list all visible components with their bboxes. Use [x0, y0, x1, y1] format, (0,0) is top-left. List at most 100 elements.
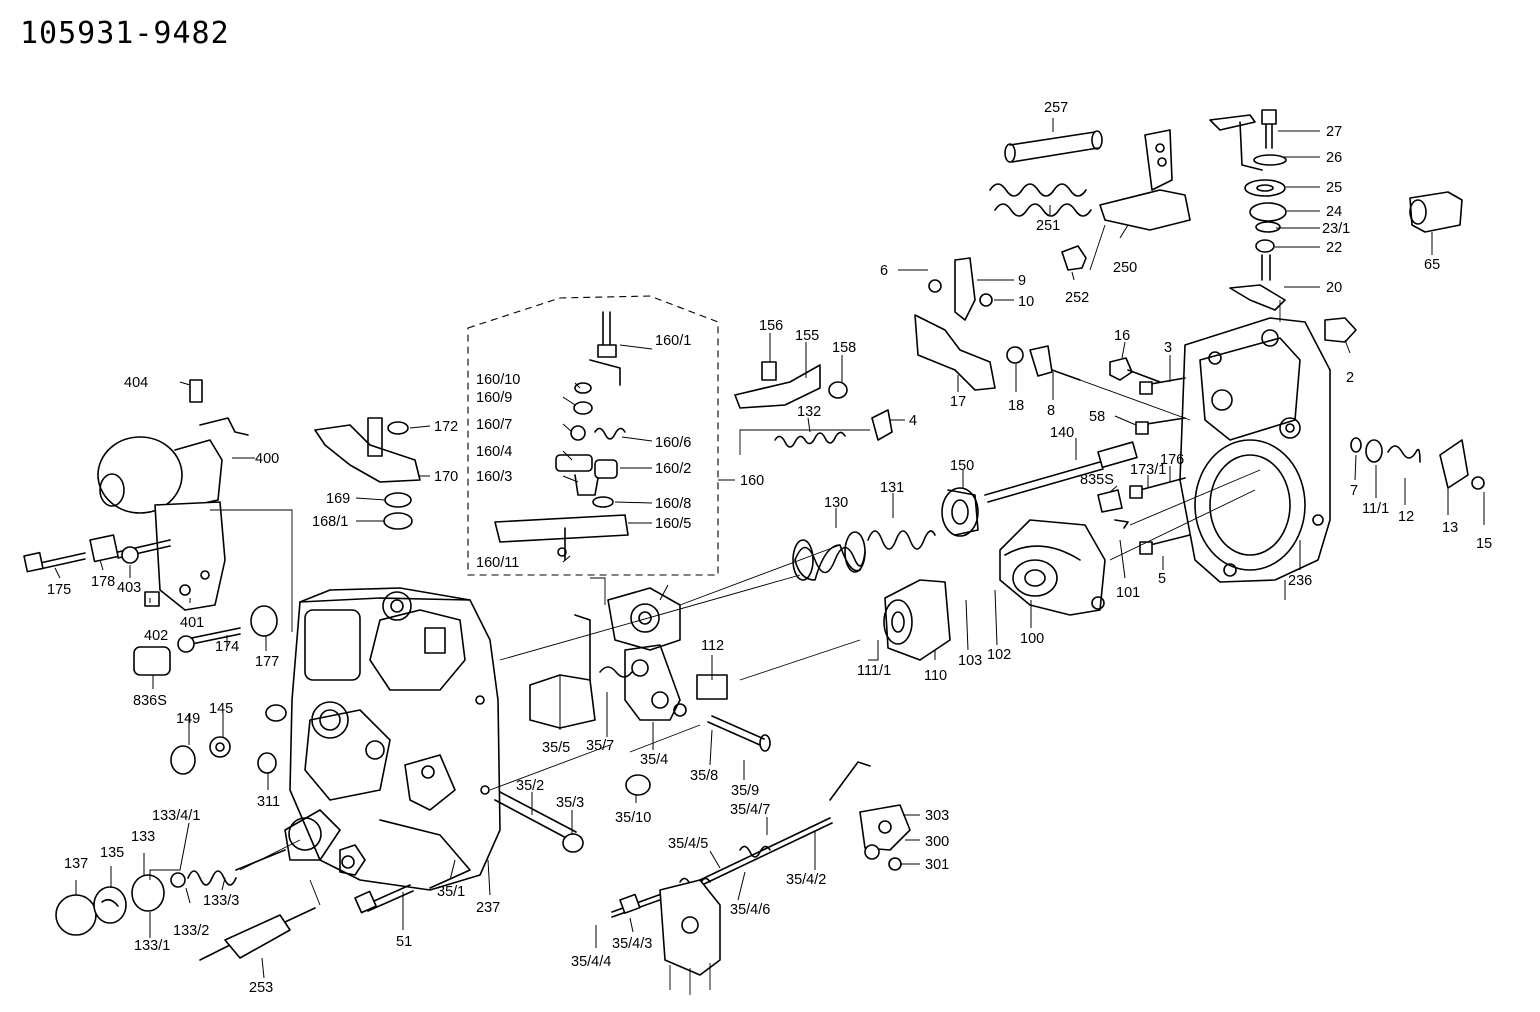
springs-251	[989, 183, 1092, 217]
callout-160-7: 160/7	[476, 417, 512, 433]
callout-17: 17	[950, 394, 966, 410]
callout-158: 158	[832, 340, 856, 356]
leader-lines	[54, 118, 1485, 979]
nut-65	[1409, 191, 1463, 233]
callout-35-4-4: 35/4/4	[571, 954, 611, 970]
callout-103: 103	[958, 653, 982, 669]
adjuster-133-assembly	[55, 849, 286, 936]
callout-400: 400	[255, 451, 279, 467]
callout-257: 257	[1044, 100, 1068, 116]
spacer-253	[199, 907, 316, 961]
callout-35-4-6: 35/4/6	[730, 902, 770, 918]
callout-3: 3	[1164, 340, 1172, 356]
callout-135: 135	[100, 845, 124, 861]
callout-133: 133	[131, 829, 155, 845]
callout-303: 303	[925, 808, 949, 824]
callout-132: 132	[797, 404, 821, 420]
callout-168-1: 168/1	[312, 514, 348, 530]
rod-257	[1004, 130, 1103, 163]
spring-seat-150	[941, 487, 979, 537]
callout-35-4-3: 35/4/3	[612, 936, 652, 952]
callout-35-3: 35/3	[556, 795, 584, 811]
callout-160-9: 160/9	[476, 390, 512, 406]
callout-160-4: 160/4	[476, 444, 512, 460]
callout-178: 178	[91, 574, 115, 590]
callout-401: 401	[180, 615, 204, 631]
bolt-51	[354, 884, 414, 914]
callout-170: 170	[434, 469, 458, 485]
callout-174: 174	[215, 639, 239, 655]
left-bolts	[23, 534, 278, 676]
callout-311: 311	[257, 794, 280, 810]
callout-160-8: 160/8	[655, 496, 691, 512]
flyweight-assembly	[999, 519, 1106, 616]
callout-7: 7	[1350, 483, 1358, 499]
lever-170	[314, 417, 421, 530]
callout-160-5: 160/5	[655, 516, 691, 532]
callout-20: 20	[1326, 280, 1342, 296]
callout-26: 26	[1326, 150, 1342, 166]
adjuster-stack-20-27	[1209, 109, 1287, 311]
subassembly-160-parts	[494, 311, 629, 561]
callout-403: 403	[117, 580, 141, 596]
callout-177: 177	[255, 654, 279, 670]
callout-51: 51	[396, 934, 412, 950]
callout-labels: 257 251 250 252 27 26 25 24 23/1 22 20 6…	[47, 100, 1492, 996]
callout-133-1: 133/1	[134, 938, 170, 954]
callout-160-1: 160/1	[655, 333, 691, 349]
callout-169: 169	[326, 491, 350, 507]
callout-404: 404	[124, 375, 148, 391]
callout-2: 2	[1346, 370, 1354, 386]
callout-402: 402	[144, 628, 168, 644]
callout-137: 137	[64, 856, 88, 872]
governor-cover	[1179, 317, 1331, 583]
callout-35-10: 35/10	[615, 810, 651, 826]
callout-140: 140	[1050, 425, 1074, 441]
right-side-small-parts	[1097, 317, 1485, 555]
spring-131	[867, 530, 936, 550]
callout-160-2: 160/2	[655, 461, 691, 477]
callout-111-1: 111/1	[857, 663, 891, 679]
bracket-250	[1061, 129, 1191, 271]
callout-13: 13	[1442, 520, 1458, 536]
callout-5: 5	[1158, 571, 1166, 587]
callout-27: 27	[1326, 124, 1342, 140]
callout-23-1: 23/1	[1322, 221, 1350, 237]
callout-251: 251	[1036, 218, 1060, 234]
pin-35-8	[707, 715, 771, 752]
callout-160-3: 160/3	[476, 469, 512, 485]
callout-252: 252	[1065, 290, 1089, 306]
spring-130	[792, 531, 866, 581]
callout-160-6: 160/6	[655, 435, 691, 451]
bush-35-10	[625, 774, 651, 796]
callout-253: 253	[249, 980, 273, 996]
callout-15: 15	[1476, 536, 1492, 552]
callout-35-9: 35/9	[731, 783, 759, 799]
callout-8: 8	[1047, 403, 1055, 419]
callout-35-5: 35/5	[542, 740, 570, 756]
shaft-140	[984, 441, 1138, 503]
callout-236: 236	[1288, 573, 1312, 589]
subassembly-160-outline	[467, 295, 719, 576]
governor-housing	[284, 587, 501, 891]
callout-172: 172	[434, 419, 458, 435]
callout-145: 145	[209, 701, 233, 717]
callout-173-1: 173/1	[1130, 462, 1166, 478]
callout-155: 155	[795, 328, 819, 344]
callout-11-1: 11/1	[1362, 501, 1389, 517]
callout-112: 112	[701, 638, 724, 654]
callout-133-2: 133/2	[173, 923, 209, 939]
callout-22: 22	[1326, 240, 1342, 256]
callout-35-4-2: 35/4/2	[786, 872, 826, 888]
callout-300: 300	[925, 834, 949, 850]
callout-301: 301	[925, 857, 949, 873]
linkage-rod-35-4	[611, 761, 871, 995]
lever-300	[859, 804, 911, 871]
callout-133-4-1: 133/4/1	[152, 808, 200, 824]
callout-133-3: 133/3	[203, 893, 239, 909]
callout-25: 25	[1326, 180, 1342, 196]
callout-65: 65	[1424, 257, 1440, 273]
callout-35-7: 35/7	[586, 738, 614, 754]
callout-160: 160	[740, 473, 764, 489]
